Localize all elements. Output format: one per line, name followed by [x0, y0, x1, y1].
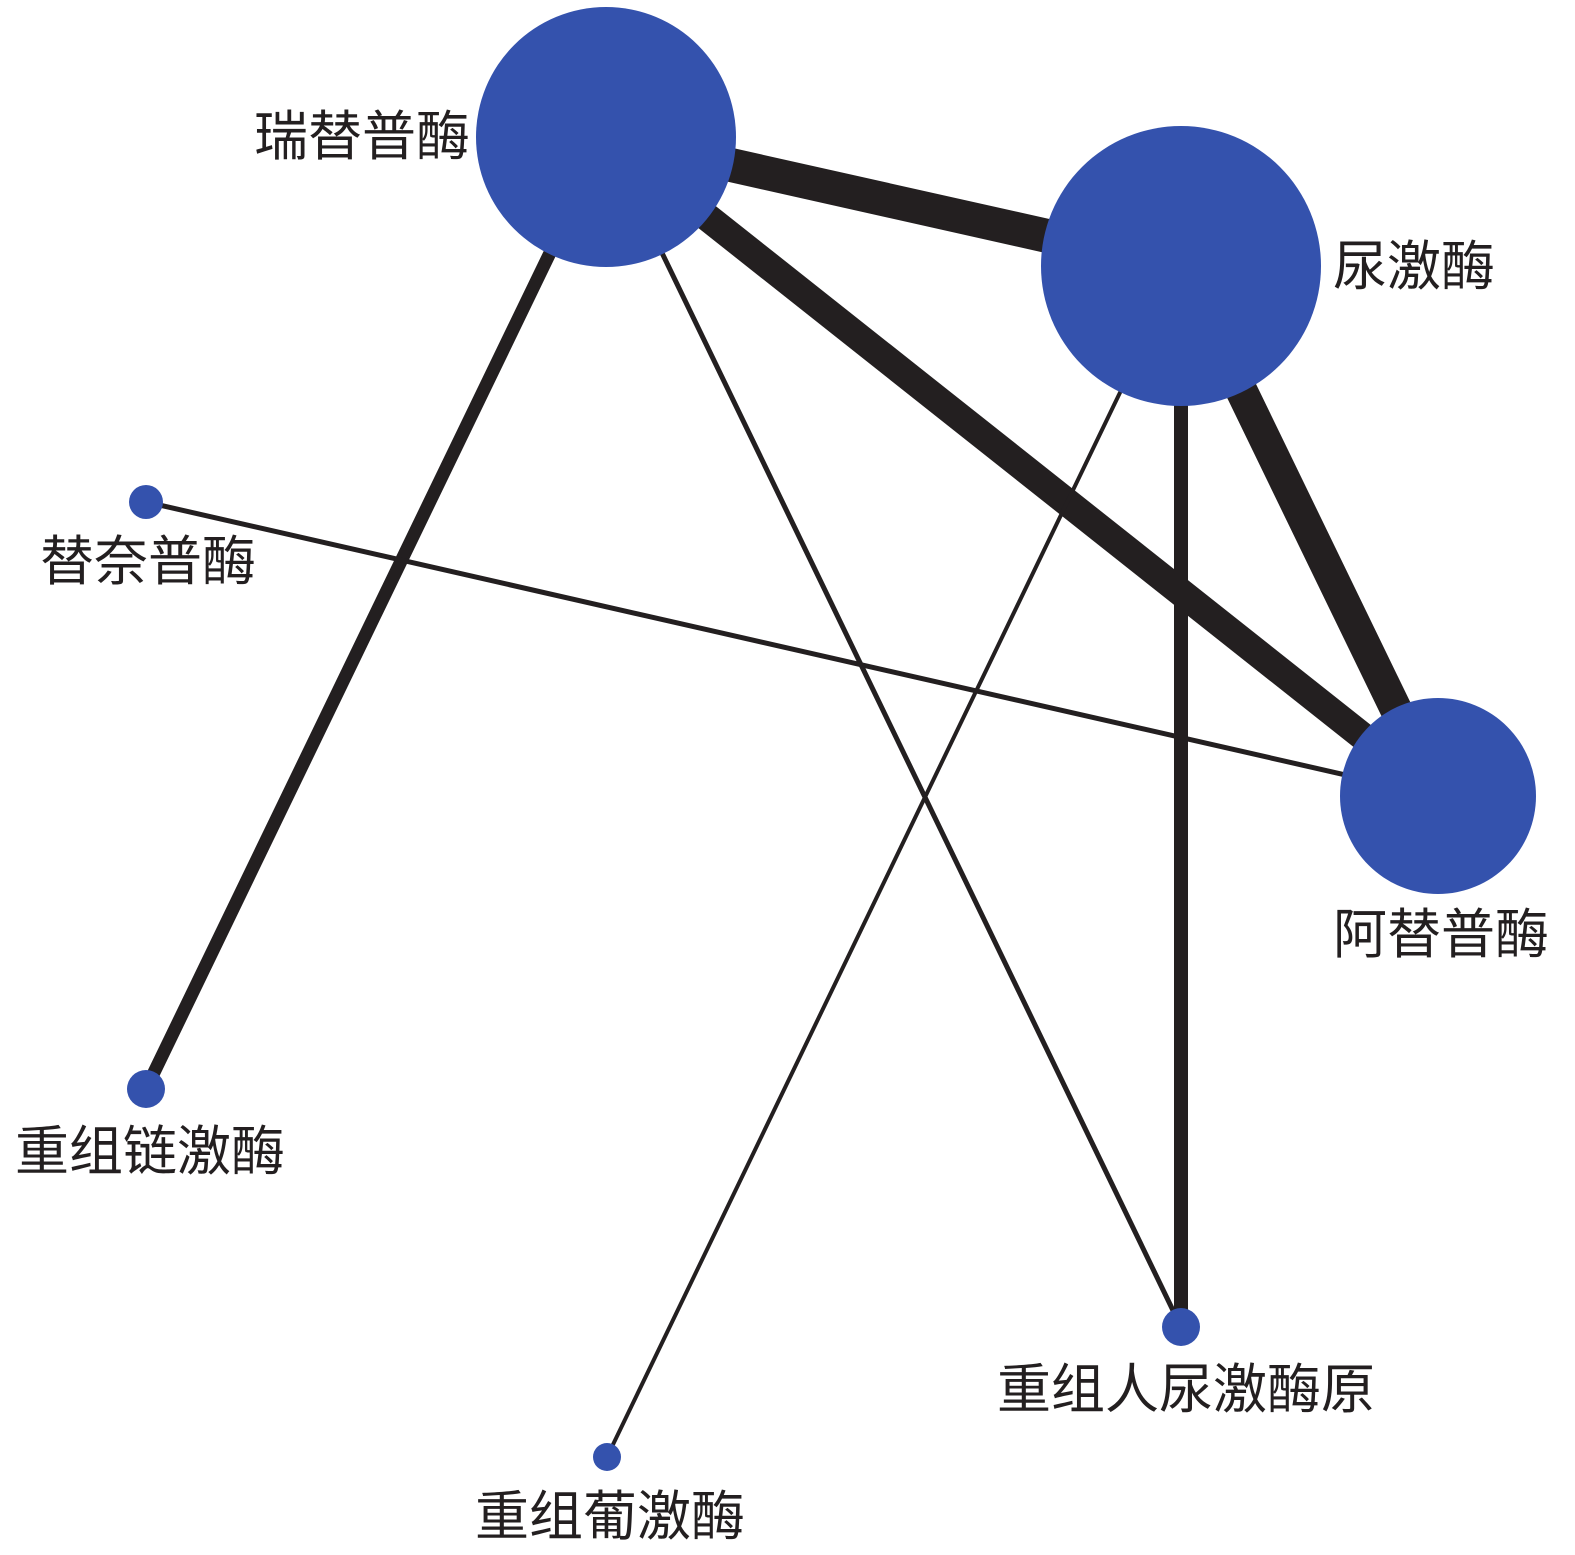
node-label-recombinant-prourokinase: 重组人尿激酶原	[997, 1358, 1375, 1421]
node-recombinant-prourokinase	[1162, 1308, 1200, 1346]
node-label-urokinase: 尿激酶	[1333, 235, 1495, 298]
nodes-layer	[127, 7, 1536, 1471]
node-label-alteplase: 阿替普酶	[1333, 903, 1549, 966]
node-tenecteplase	[129, 485, 163, 519]
node-urokinase	[1041, 126, 1321, 406]
edge-reteplase-alteplase	[597, 126, 1447, 807]
node-recombinant-staphylokinase	[593, 1443, 621, 1471]
node-label-reteplase: 瑞替普酶	[254, 105, 470, 168]
node-label-recombinant-streptokinase: 重组链激酶	[15, 1120, 285, 1183]
edge-tenecteplase-alteplase	[145, 499, 1439, 799]
node-alteplase	[1340, 698, 1536, 894]
edge-reteplase-recombinant-prourokinase	[603, 135, 1184, 1329]
node-reteplase	[476, 7, 736, 267]
node-label-recombinant-staphylokinase: 重组葡激酶	[475, 1485, 745, 1548]
node-label-tenecteplase: 替奈普酶	[40, 530, 256, 593]
edge-reteplase-recombinant-streptokinase	[140, 134, 612, 1092]
node-recombinant-streptokinase	[127, 1070, 165, 1108]
edge-urokinase-recombinant-staphylokinase	[605, 265, 1183, 1458]
